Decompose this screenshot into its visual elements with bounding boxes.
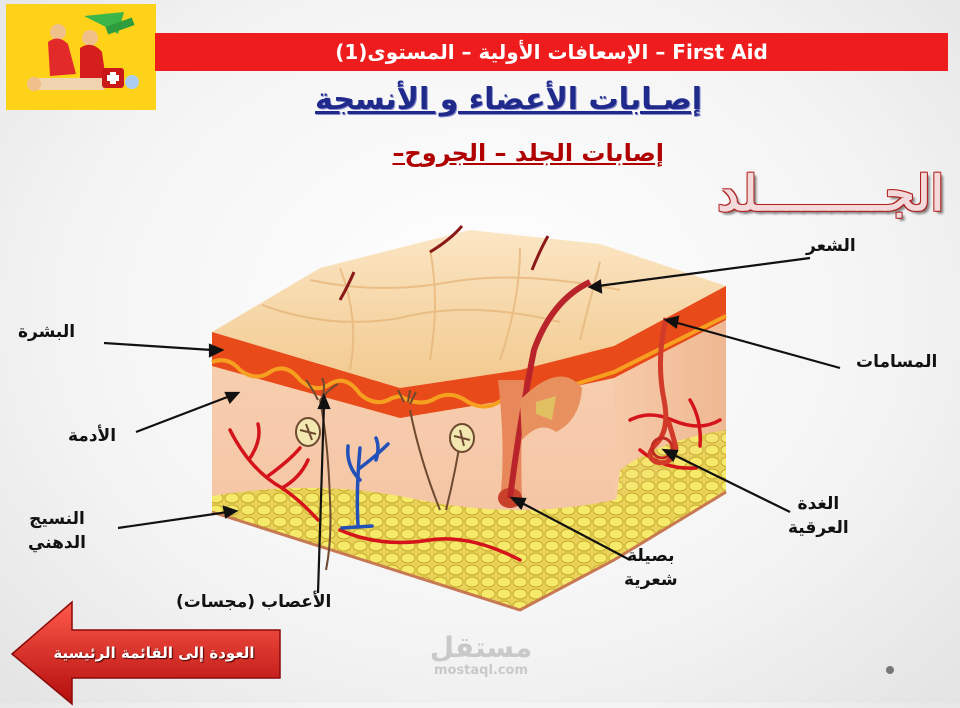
section-heading: الجـــــــــلد (717, 166, 944, 222)
watermark-name: مستقل (429, 631, 533, 664)
watermark-site: mostaql.com (433, 663, 529, 678)
label-hair-follicle-line2: شعرية (624, 570, 678, 590)
label-nerves: الأعصاب (مجسات) (176, 592, 332, 612)
label-fat-tissue-line2: الدهني (28, 533, 86, 553)
label-sweat-gland: الغدة العرقية (788, 492, 849, 540)
label-dermis: الأدمة (68, 426, 117, 446)
label-epidermis: البشرة (18, 322, 76, 342)
epidermis-layer (212, 286, 726, 418)
label-fat-tissue: النسيج الدهني (28, 507, 86, 555)
label-pores: المسامات (856, 352, 938, 372)
back-to-menu-label[interactable]: العودة إلى القائمة الرئيسية (53, 644, 255, 662)
left-arrow-icon (10, 600, 281, 706)
header-title: الإسعافات الأولية – المستوى(1) – First A… (335, 40, 768, 64)
watermark: مستقل mostaql.com (418, 632, 544, 678)
label-hair: الشعر (806, 236, 856, 256)
label-hair-follicle-line1: بصيلة (627, 546, 675, 566)
back-to-menu-button[interactable] (8, 600, 284, 708)
label-sweat-gland-line1: الغدة (797, 494, 840, 514)
label-hair-follicle: بصيلة شعرية (624, 544, 678, 592)
slide-subtitle: إصابات الجلد – الجروح– (392, 139, 664, 167)
hair-follicle-shape (498, 380, 524, 505)
slide-title: إصـابات الأعضاء و الأنسجة (315, 82, 702, 117)
first-aid-logo (6, 4, 156, 110)
header-banner: الإسعافات الأولية – المستوى(1) – First A… (155, 33, 948, 71)
slide-dot (886, 666, 894, 674)
label-fat-tissue-line1: النسيج (29, 509, 85, 529)
label-sweat-gland-line2: العرقية (788, 518, 849, 538)
